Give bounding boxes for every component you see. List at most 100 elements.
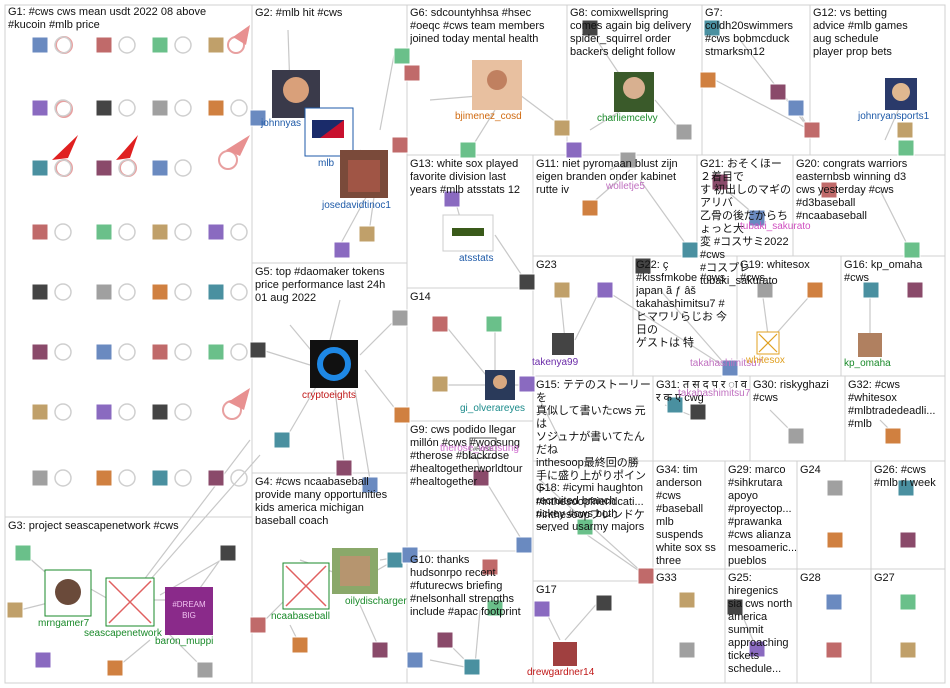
edge <box>329 299 341 341</box>
self-loop <box>230 469 248 487</box>
node-thumbnail <box>207 36 225 54</box>
whitesox-avatar-cross <box>758 333 778 353</box>
self-loop <box>174 283 192 301</box>
group-box-g3 <box>4 516 253 684</box>
group-label-g4: G4: #cws ncaabaseball provide many oppor… <box>255 476 388 527</box>
node-thumbnail <box>748 640 766 658</box>
node-thumbnail <box>899 641 917 659</box>
node-thumbnail <box>862 281 880 299</box>
node-thumbnail <box>897 139 915 157</box>
self-loop <box>118 403 136 421</box>
group-label-g33: G33 <box>656 572 677 584</box>
node-thumbnail <box>711 173 729 191</box>
bjimenez-avatar-face <box>487 70 507 90</box>
node-thumbnail <box>207 343 225 361</box>
node-thumbnail <box>899 593 917 611</box>
self-loop <box>174 99 192 117</box>
node-thumbnail <box>533 600 551 618</box>
node-thumbnail <box>393 47 411 65</box>
group-label-g26: G26: #cws #mlb rl week <box>874 464 936 489</box>
self-loop <box>54 223 72 241</box>
self-loop <box>230 283 248 301</box>
self-loop <box>174 223 192 241</box>
node-thumbnail <box>678 641 696 659</box>
group-label-g19: G19: whitesox #cws <box>740 259 810 284</box>
self-loop <box>174 469 192 487</box>
node-thumbnail <box>95 159 113 177</box>
charliemcelvy-avatar-face <box>623 77 645 99</box>
node-thumbnail <box>95 283 113 301</box>
edge <box>494 234 526 281</box>
node-thumbnail <box>391 136 409 154</box>
dream-big-logo <box>165 587 213 635</box>
node-thumbnail <box>459 141 477 159</box>
node-label-oilydischarger: oilydischarger <box>345 596 407 607</box>
self-loop <box>118 469 136 487</box>
node-thumbnail <box>826 531 844 549</box>
node-thumbnail <box>748 209 766 227</box>
group-label-g15: G15: テテのストーリーを 真似して書いたcws 元は ソジュナが書いてたんだ… <box>536 379 651 534</box>
edge <box>474 609 481 666</box>
edge <box>579 529 646 576</box>
node-label-mlb: mlb <box>318 158 335 169</box>
self-loop <box>118 159 136 177</box>
node-thumbnail <box>386 551 404 569</box>
node-label-baron-muppi: baron_muppi <box>155 636 214 647</box>
node-thumbnail <box>31 36 49 54</box>
node-thumbnail <box>95 223 113 241</box>
johnnyas-avatar-face <box>283 77 309 103</box>
oilydischarger-avatar-shade <box>340 556 370 586</box>
group-label-g30: G30: riskyghazi #cws <box>753 379 829 404</box>
node-thumbnail <box>31 469 49 487</box>
node-thumbnail <box>151 36 169 54</box>
edge <box>149 454 261 581</box>
node-thumbnail <box>897 479 915 497</box>
node-thumbnail <box>485 315 503 333</box>
node-thumbnail <box>675 123 693 141</box>
group-label-g2: G2: #mlb hit #cws <box>255 7 343 19</box>
group-label-g32: G32: #cws #whitesox #mlbtradedeadli... #… <box>848 379 936 430</box>
big-nodes: #DREAM BIG #ROSE <box>44 60 917 666</box>
node-thumbnail <box>826 479 844 497</box>
edge <box>589 169 631 206</box>
node-label-takahashimitsu7: takahashimitsu7 <box>690 358 763 369</box>
node-thumbnail <box>787 427 805 445</box>
edge <box>564 599 601 641</box>
node-thumbnail <box>787 99 805 117</box>
node-thumbnail <box>106 659 124 677</box>
node-thumbnail <box>151 403 169 421</box>
group-label-g5: G5: top #daomaker tokens price performan… <box>255 266 386 304</box>
node-thumbnail <box>825 593 843 611</box>
group-label-g14: G14 <box>410 291 431 303</box>
rose-logo-text: #ROSE <box>473 447 493 453</box>
dream-big-line-1: #DREAM <box>172 600 206 609</box>
node-thumbnail <box>151 283 169 301</box>
node-thumbnail <box>273 431 291 449</box>
edge <box>519 94 561 126</box>
node-thumbnail <box>756 281 774 299</box>
group-label-g31: G31: त स द प र ा व र क ए cwg <box>656 379 747 404</box>
kp-omaha-avatar <box>858 333 882 357</box>
node-thumbnail <box>6 601 24 619</box>
mrngamer7-avatar-face <box>55 579 81 605</box>
group-label-g22: G22: ç #kissfmkobe #cws japan ã ƒ âš tak… <box>636 259 728 349</box>
self-loop <box>55 100 73 118</box>
group-box-g33 <box>652 568 726 684</box>
group-label-g27: G27 <box>874 572 895 584</box>
node-label-takahashimitsu7: takahashimitsu7 <box>678 388 751 399</box>
self-loop <box>174 159 192 177</box>
group-label-g11: G11: niet pyromaan blust zijn eigen bran… <box>536 158 678 196</box>
node-thumbnail <box>31 283 49 301</box>
edge <box>359 319 396 356</box>
edge <box>539 399 561 441</box>
edge <box>119 639 151 666</box>
node-thumbnail <box>553 281 571 299</box>
mlb-logo-swoosh <box>320 120 344 138</box>
node-thumbnail <box>291 636 309 654</box>
node-thumbnail <box>903 241 921 259</box>
edge <box>284 379 321 441</box>
group-label-g18: G18: #icymi haughton recruited branch ri… <box>536 482 645 533</box>
node-thumbnail <box>151 99 169 117</box>
node-thumbnail <box>34 651 52 669</box>
node-thumbnail <box>196 661 214 679</box>
